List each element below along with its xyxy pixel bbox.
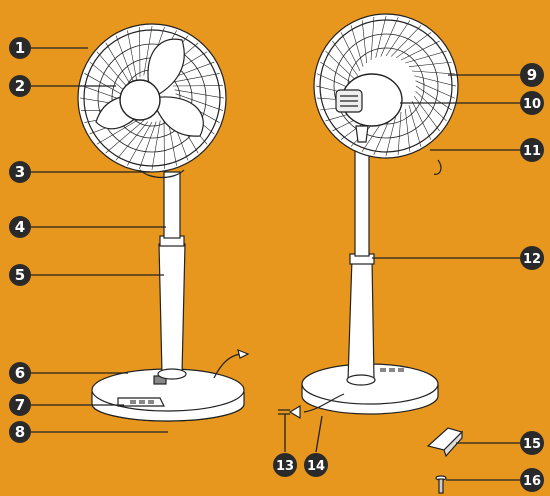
svg-text:11: 11 <box>523 144 541 159</box>
callout-3: 3 <box>9 161 31 183</box>
svg-text:12: 12 <box>523 252 541 267</box>
svg-text:6: 6 <box>15 364 25 382</box>
svg-text:10: 10 <box>523 97 541 112</box>
svg-text:9: 9 <box>527 66 537 84</box>
svg-text:4: 4 <box>15 218 25 236</box>
callout-8: 8 <box>9 421 31 443</box>
clamp-part-icon <box>428 428 462 456</box>
callout-9: 9 <box>520 63 544 87</box>
svg-text:2: 2 <box>15 77 25 95</box>
callout-4: 4 <box>9 216 31 238</box>
fan-rear-view-icon <box>278 14 458 418</box>
svg-text:1: 1 <box>15 39 25 57</box>
callout-5: 5 <box>9 264 31 286</box>
callout-6: 6 <box>9 362 31 384</box>
screw-part-icon <box>436 476 446 493</box>
svg-text:16: 16 <box>523 474 541 489</box>
svg-text:15: 15 <box>523 437 541 452</box>
svg-text:14: 14 <box>307 459 325 474</box>
callout-2: 2 <box>9 75 31 97</box>
callout-11: 11 <box>520 138 544 162</box>
svg-text:8: 8 <box>15 423 25 441</box>
callout-15: 15 <box>520 431 544 455</box>
callout-13: 13 <box>273 453 297 477</box>
svg-text:5: 5 <box>15 266 25 284</box>
fan-front-view-icon <box>78 24 248 421</box>
callout-10: 10 <box>520 91 544 115</box>
svg-text:13: 13 <box>276 459 294 474</box>
svg-text:7: 7 <box>15 396 25 414</box>
callout-7: 7 <box>9 394 31 416</box>
callout-1: 1 <box>9 37 31 59</box>
callout-16: 16 <box>520 468 544 492</box>
callout-14: 14 <box>304 453 328 477</box>
callout-12: 12 <box>520 246 544 270</box>
svg-text:3: 3 <box>15 163 25 181</box>
